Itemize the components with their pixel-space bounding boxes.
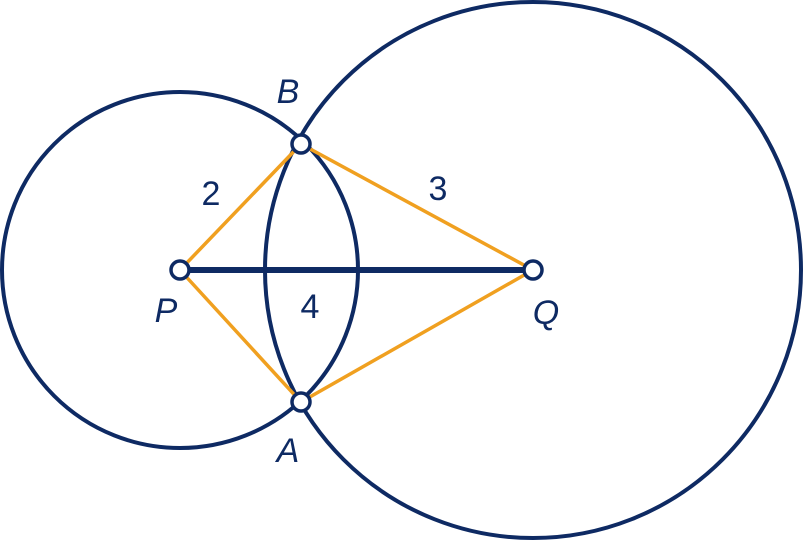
point-p	[169, 259, 191, 281]
label-length-bq: 3	[429, 170, 448, 208]
segment-pa	[178, 268, 303, 404]
label-point-p: P	[155, 292, 178, 330]
segment-aq	[299, 268, 535, 404]
label-length-pq: 4	[301, 288, 320, 326]
point-b	[290, 133, 312, 155]
label-point-b: B	[277, 73, 300, 111]
label-length-pb: 2	[202, 175, 221, 213]
segment-bq	[299, 142, 535, 272]
label-point-a: A	[275, 432, 300, 470]
point-q	[522, 259, 544, 281]
point-a	[290, 391, 312, 413]
label-point-q: Q	[533, 294, 559, 332]
segment-pb	[178, 142, 303, 272]
